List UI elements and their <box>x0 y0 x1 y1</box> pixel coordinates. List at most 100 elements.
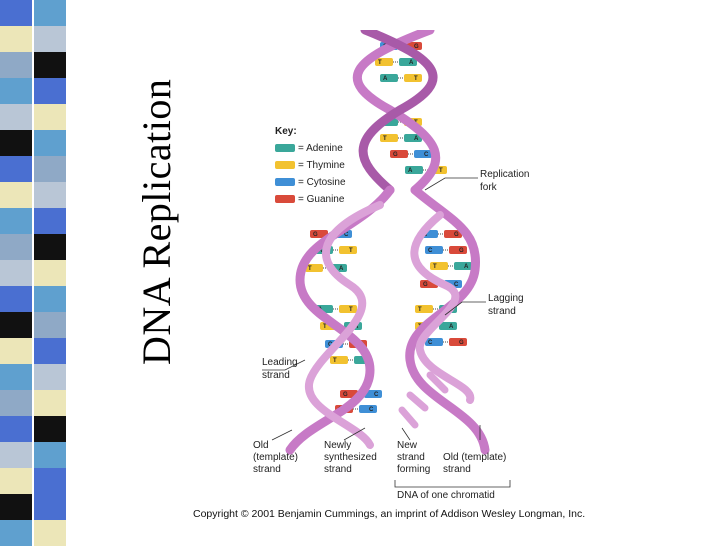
mosaic-tile <box>0 0 32 26</box>
mosaic-tile <box>34 104 66 130</box>
mosaic-tile <box>0 364 32 390</box>
svg-text:T: T <box>439 168 443 174</box>
key-item-thymine: = Thymine <box>275 160 345 171</box>
new-strand-forming-line1: New <box>397 440 418 451</box>
right-lagging-strand <box>410 211 475 404</box>
new-strand-forming-line2: strand <box>397 452 425 463</box>
old-template-left-line1: Old <box>253 440 269 451</box>
svg-text:T: T <box>349 248 353 254</box>
old-template-left-line3: strand <box>253 464 281 475</box>
mosaic-tile <box>34 78 66 104</box>
svg-text:T: T <box>433 264 437 270</box>
mosaic-tile <box>34 156 66 182</box>
parent-strand-a <box>352 30 441 195</box>
decorative-mosaic-border <box>0 0 67 546</box>
svg-text:G: G <box>423 282 428 288</box>
svg-text:C: C <box>428 248 433 254</box>
replication-fork-line2: fork <box>480 182 498 193</box>
svg-text:C: C <box>424 152 429 158</box>
mosaic-tile <box>0 234 32 260</box>
new-strand-forming-line3: forming <box>397 464 430 475</box>
svg-text:T: T <box>333 358 337 364</box>
mosaic-tile <box>34 260 66 286</box>
leading-strand-line2: strand <box>262 370 290 381</box>
mosaic-tile <box>34 182 66 208</box>
key-title: Key: <box>275 126 297 137</box>
mosaic-tile <box>0 260 32 286</box>
okazaki-fragment-3 <box>398 406 419 429</box>
svg-text:C: C <box>428 340 433 346</box>
okazaki-fragment-1 <box>426 371 449 394</box>
left-daughter-helix <box>285 185 395 455</box>
newly-synthesized-line2: synthesized <box>324 452 377 463</box>
svg-text:T: T <box>414 76 418 82</box>
key-label-guanine: = Guanine <box>298 194 345 205</box>
svg-text:A: A <box>318 248 323 254</box>
dna-replication-diagram: Key: = Adenine = Thymine = Cytosine = Gu… <box>253 30 529 501</box>
lagging-strand-line1: Lagging <box>488 293 524 304</box>
mosaic-tile <box>34 234 66 260</box>
svg-text:A: A <box>464 264 469 270</box>
key-item-guanine: = Guanine <box>275 194 345 205</box>
lagging-strand-line2: strand <box>488 306 516 317</box>
svg-text:G: G <box>343 392 348 398</box>
svg-text:C: C <box>328 342 333 348</box>
mosaic-tile <box>34 0 66 26</box>
svg-text:T: T <box>308 266 312 272</box>
right-daughter-helix <box>398 185 490 455</box>
mosaic-tile <box>34 390 66 416</box>
svg-text:A: A <box>383 76 388 82</box>
mosaic-tile <box>34 520 66 546</box>
okazaki-fragment-2 <box>406 391 429 412</box>
svg-text:G: G <box>454 232 459 238</box>
mosaic-tile <box>0 286 32 312</box>
mosaic-tile <box>0 390 32 416</box>
old-template-left-line2: (template) <box>253 452 298 463</box>
left-new-strand <box>304 201 384 449</box>
mosaic-tile <box>0 442 32 468</box>
chromatid-bracket <box>394 480 511 488</box>
mosaic-tile <box>0 52 32 78</box>
svg-text:T: T <box>349 307 353 313</box>
leading-strand-leader <box>262 359 306 371</box>
parent-helix <box>352 30 441 195</box>
mosaic-tile <box>0 156 32 182</box>
mosaic-tile <box>34 312 66 338</box>
svg-text:A: A <box>449 324 454 330</box>
svg-text:T: T <box>383 136 387 142</box>
svg-text:G: G <box>459 248 464 254</box>
key-item-adenine: = Adenine <box>275 143 343 154</box>
svg-text:A: A <box>339 266 344 272</box>
mosaic-tile <box>34 364 66 390</box>
svg-text:C: C <box>369 407 374 413</box>
newly-synthesized-line3: strand <box>324 464 352 475</box>
mosaic-tile <box>0 468 32 494</box>
replication-fork-line1: Replication <box>480 169 529 180</box>
svg-text:C: C <box>454 282 459 288</box>
mosaic-tile <box>0 520 32 546</box>
svg-text:T: T <box>378 60 382 66</box>
svg-text:T: T <box>323 324 327 330</box>
mosaic-tile <box>0 78 32 104</box>
mosaic-tile <box>34 286 66 312</box>
mosaic-tile <box>0 104 32 130</box>
svg-text:A: A <box>408 168 413 174</box>
right-old-strand <box>405 185 490 455</box>
mosaic-tile <box>0 26 32 52</box>
lagging-strand-leader <box>444 301 486 316</box>
key-label-adenine: = Adenine <box>298 143 343 154</box>
mosaic-tile <box>0 312 32 338</box>
key-label-thymine: = Thymine <box>298 160 345 171</box>
replication-fork-label <box>424 177 478 191</box>
mosaic-tile <box>34 338 66 364</box>
old-template-right-line1: Old (template) <box>443 452 506 463</box>
base-key: Key: = Adenine = Thymine = Cytosine = Gu… <box>275 126 346 205</box>
chromatid-label: DNA of one chromatid <box>397 490 495 501</box>
bottom-leaders <box>271 425 481 441</box>
